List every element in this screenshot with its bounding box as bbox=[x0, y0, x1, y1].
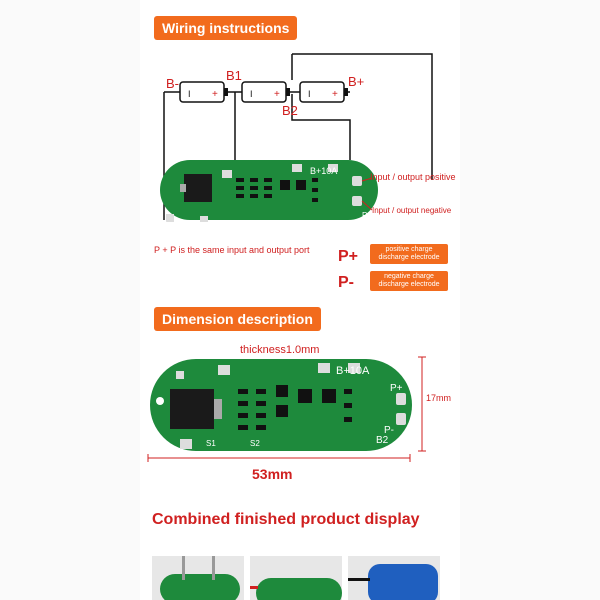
pcb-board-dimension: B+10A P+ P- B2 S1 S2 bbox=[150, 359, 412, 451]
svg-text:+: + bbox=[332, 89, 338, 100]
p-minus-symbol: P- bbox=[338, 274, 354, 290]
label-b1: B1 bbox=[226, 68, 242, 83]
pcb-board-wiring: B+10A - P- bbox=[160, 160, 378, 226]
mosfet bbox=[184, 174, 212, 202]
height-label: 17mm bbox=[426, 393, 452, 403]
left-margin bbox=[0, 0, 140, 600]
dim-p-minus: P- bbox=[384, 425, 394, 436]
right-margin bbox=[460, 0, 600, 600]
dim-s1: S1 bbox=[206, 439, 216, 448]
svg-text:-: - bbox=[164, 217, 167, 226]
product-thumb-3 bbox=[348, 556, 440, 600]
port-note: P + P is the same input and output port bbox=[154, 245, 310, 255]
negative-label: Input / output negative bbox=[372, 206, 452, 215]
positive-label: Input / output positive bbox=[370, 172, 456, 182]
dim-b2: B2 bbox=[376, 435, 389, 446]
battery-1-plus: + bbox=[212, 89, 218, 100]
battery-1-minus: I bbox=[188, 89, 191, 99]
dim-p-plus: P+ bbox=[390, 383, 403, 394]
product-thumb-1 bbox=[152, 556, 244, 600]
board-label-dimension: B+10A bbox=[336, 365, 370, 377]
battery-3: I + bbox=[299, 81, 348, 103]
wiring-diagram: I + I + I + B- B1 B2 B+ B+10A bbox=[160, 53, 433, 290]
wire-b2 bbox=[291, 94, 351, 160]
label-b-plus: B+ bbox=[348, 74, 364, 89]
dimension-section-title: Dimension description bbox=[154, 307, 321, 331]
board-p-minus: P- bbox=[362, 211, 370, 220]
width-label: 53mm bbox=[252, 466, 293, 482]
battery-2: I + bbox=[241, 81, 290, 103]
wire-top bbox=[292, 53, 433, 180]
mosfet-large bbox=[170, 389, 214, 429]
dimension-diagram: B+10A P+ P- B2 S1 S2 bbox=[147, 356, 426, 462]
product-thumb-2 bbox=[250, 556, 342, 600]
svg-text:I: I bbox=[250, 89, 253, 99]
label-b2: B2 bbox=[282, 103, 298, 118]
board-label-wiring: B+10A bbox=[310, 166, 337, 176]
p-minus-desc: negative charge discharge electrode bbox=[370, 271, 448, 291]
label-b-minus: B- bbox=[166, 76, 179, 91]
wiring-section-title: Wiring instructions bbox=[154, 16, 298, 40]
svg-text:+: + bbox=[274, 89, 280, 100]
svg-text:I: I bbox=[308, 89, 311, 99]
thickness-label: thickness1.0mm bbox=[240, 344, 320, 356]
p-plus-symbol: P+ bbox=[338, 248, 358, 265]
product-section-title: Combined finished product display bbox=[152, 511, 420, 528]
battery-1: I + bbox=[179, 81, 228, 103]
dim-s2: S2 bbox=[250, 439, 260, 448]
p-plus-desc: positive charge discharge electrode bbox=[370, 244, 448, 264]
